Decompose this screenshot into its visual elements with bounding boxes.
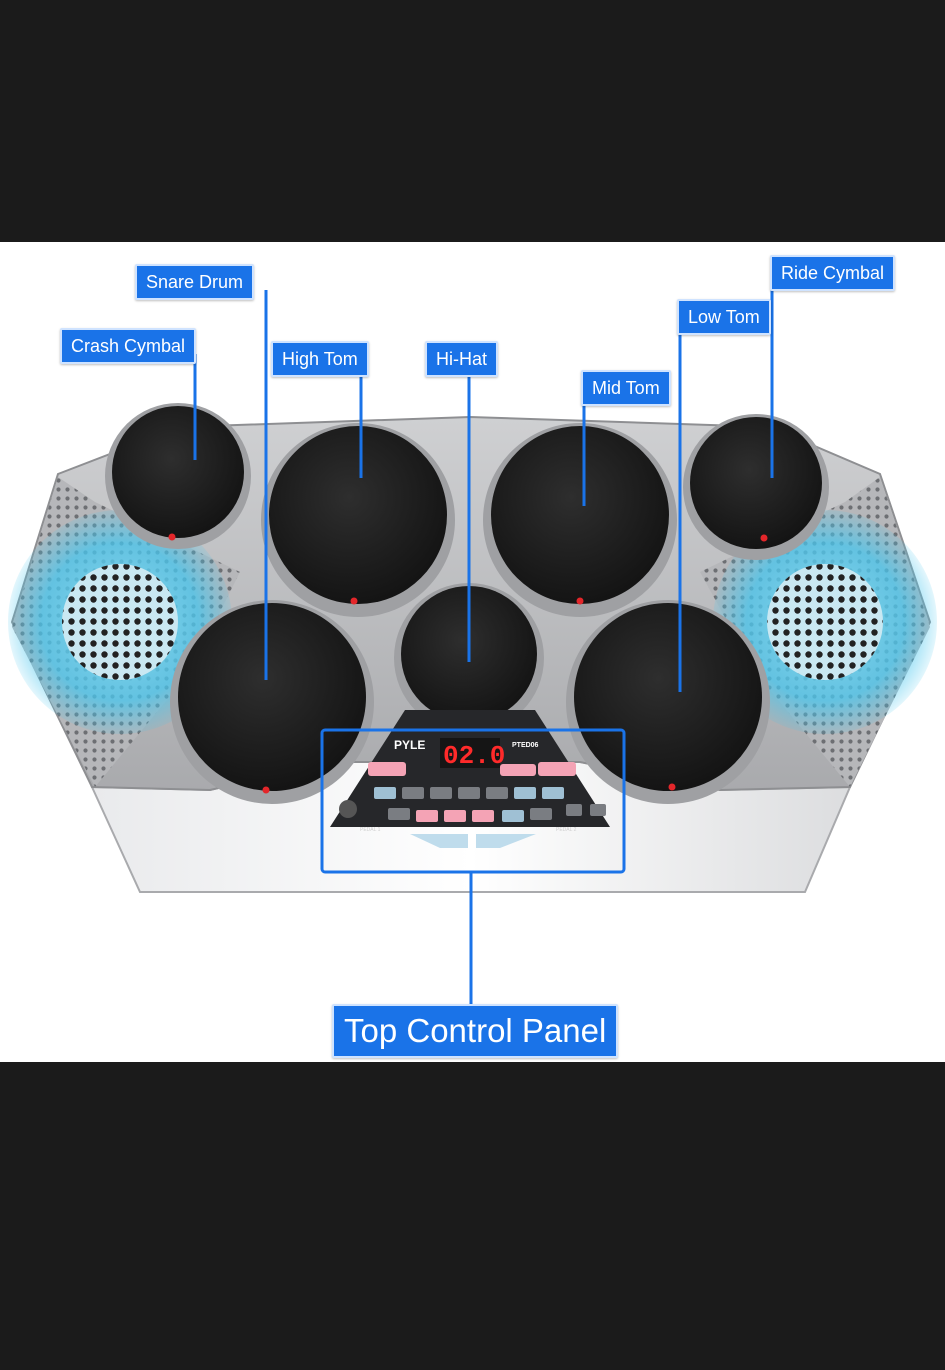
led-indicator <box>350 597 358 605</box>
led-indicator <box>262 786 270 794</box>
led-indicator <box>668 783 676 791</box>
callout-low-tom: Low Tom <box>677 299 771 335</box>
pad-ride-cymbal <box>683 414 829 560</box>
pad-crash-cymbal <box>105 403 251 549</box>
callout-ride-cymbal: Ride Cymbal <box>770 255 896 291</box>
callout-crash-cymbal: Crash Cymbal <box>60 328 197 364</box>
callout-top-control-panel: Top Control Panel <box>332 1004 619 1058</box>
pad-low-tom <box>566 600 770 804</box>
drum-pad-illustration: PYLE PTED06 02.0 PEDAL 1 PEDAL 2 <box>8 288 937 1006</box>
led-indicator <box>760 534 768 542</box>
pad-mid-tom <box>483 423 677 617</box>
led-display: 02.0 <box>443 741 505 771</box>
top-black-bar <box>0 0 945 242</box>
pedal-2-label: PEDAL 2 <box>556 827 577 833</box>
product-diagram: PYLE PTED06 02.0 PEDAL 1 PEDAL 2 Crash C… <box>0 242 945 1062</box>
control-panel-buttons <box>339 738 606 848</box>
brand-logo: PYLE <box>394 738 425 752</box>
callout-snare-drum: Snare Drum <box>135 264 255 300</box>
callout-hi-hat: Hi-Hat <box>425 341 499 377</box>
callout-mid-tom: Mid Tom <box>581 370 671 406</box>
led-indicator <box>168 533 176 541</box>
pad-high-tom <box>261 423 455 617</box>
pedal-1-label: PEDAL 1 <box>360 827 381 833</box>
bottom-black-bar <box>0 1062 945 1370</box>
control-panel-highlight <box>320 728 626 874</box>
callout-high-tom: High Tom <box>271 341 369 377</box>
control-panel-surface <box>330 710 610 827</box>
led-indicator <box>576 597 584 605</box>
leader-lines <box>193 288 774 1006</box>
model-number: PTED06 <box>512 742 539 749</box>
